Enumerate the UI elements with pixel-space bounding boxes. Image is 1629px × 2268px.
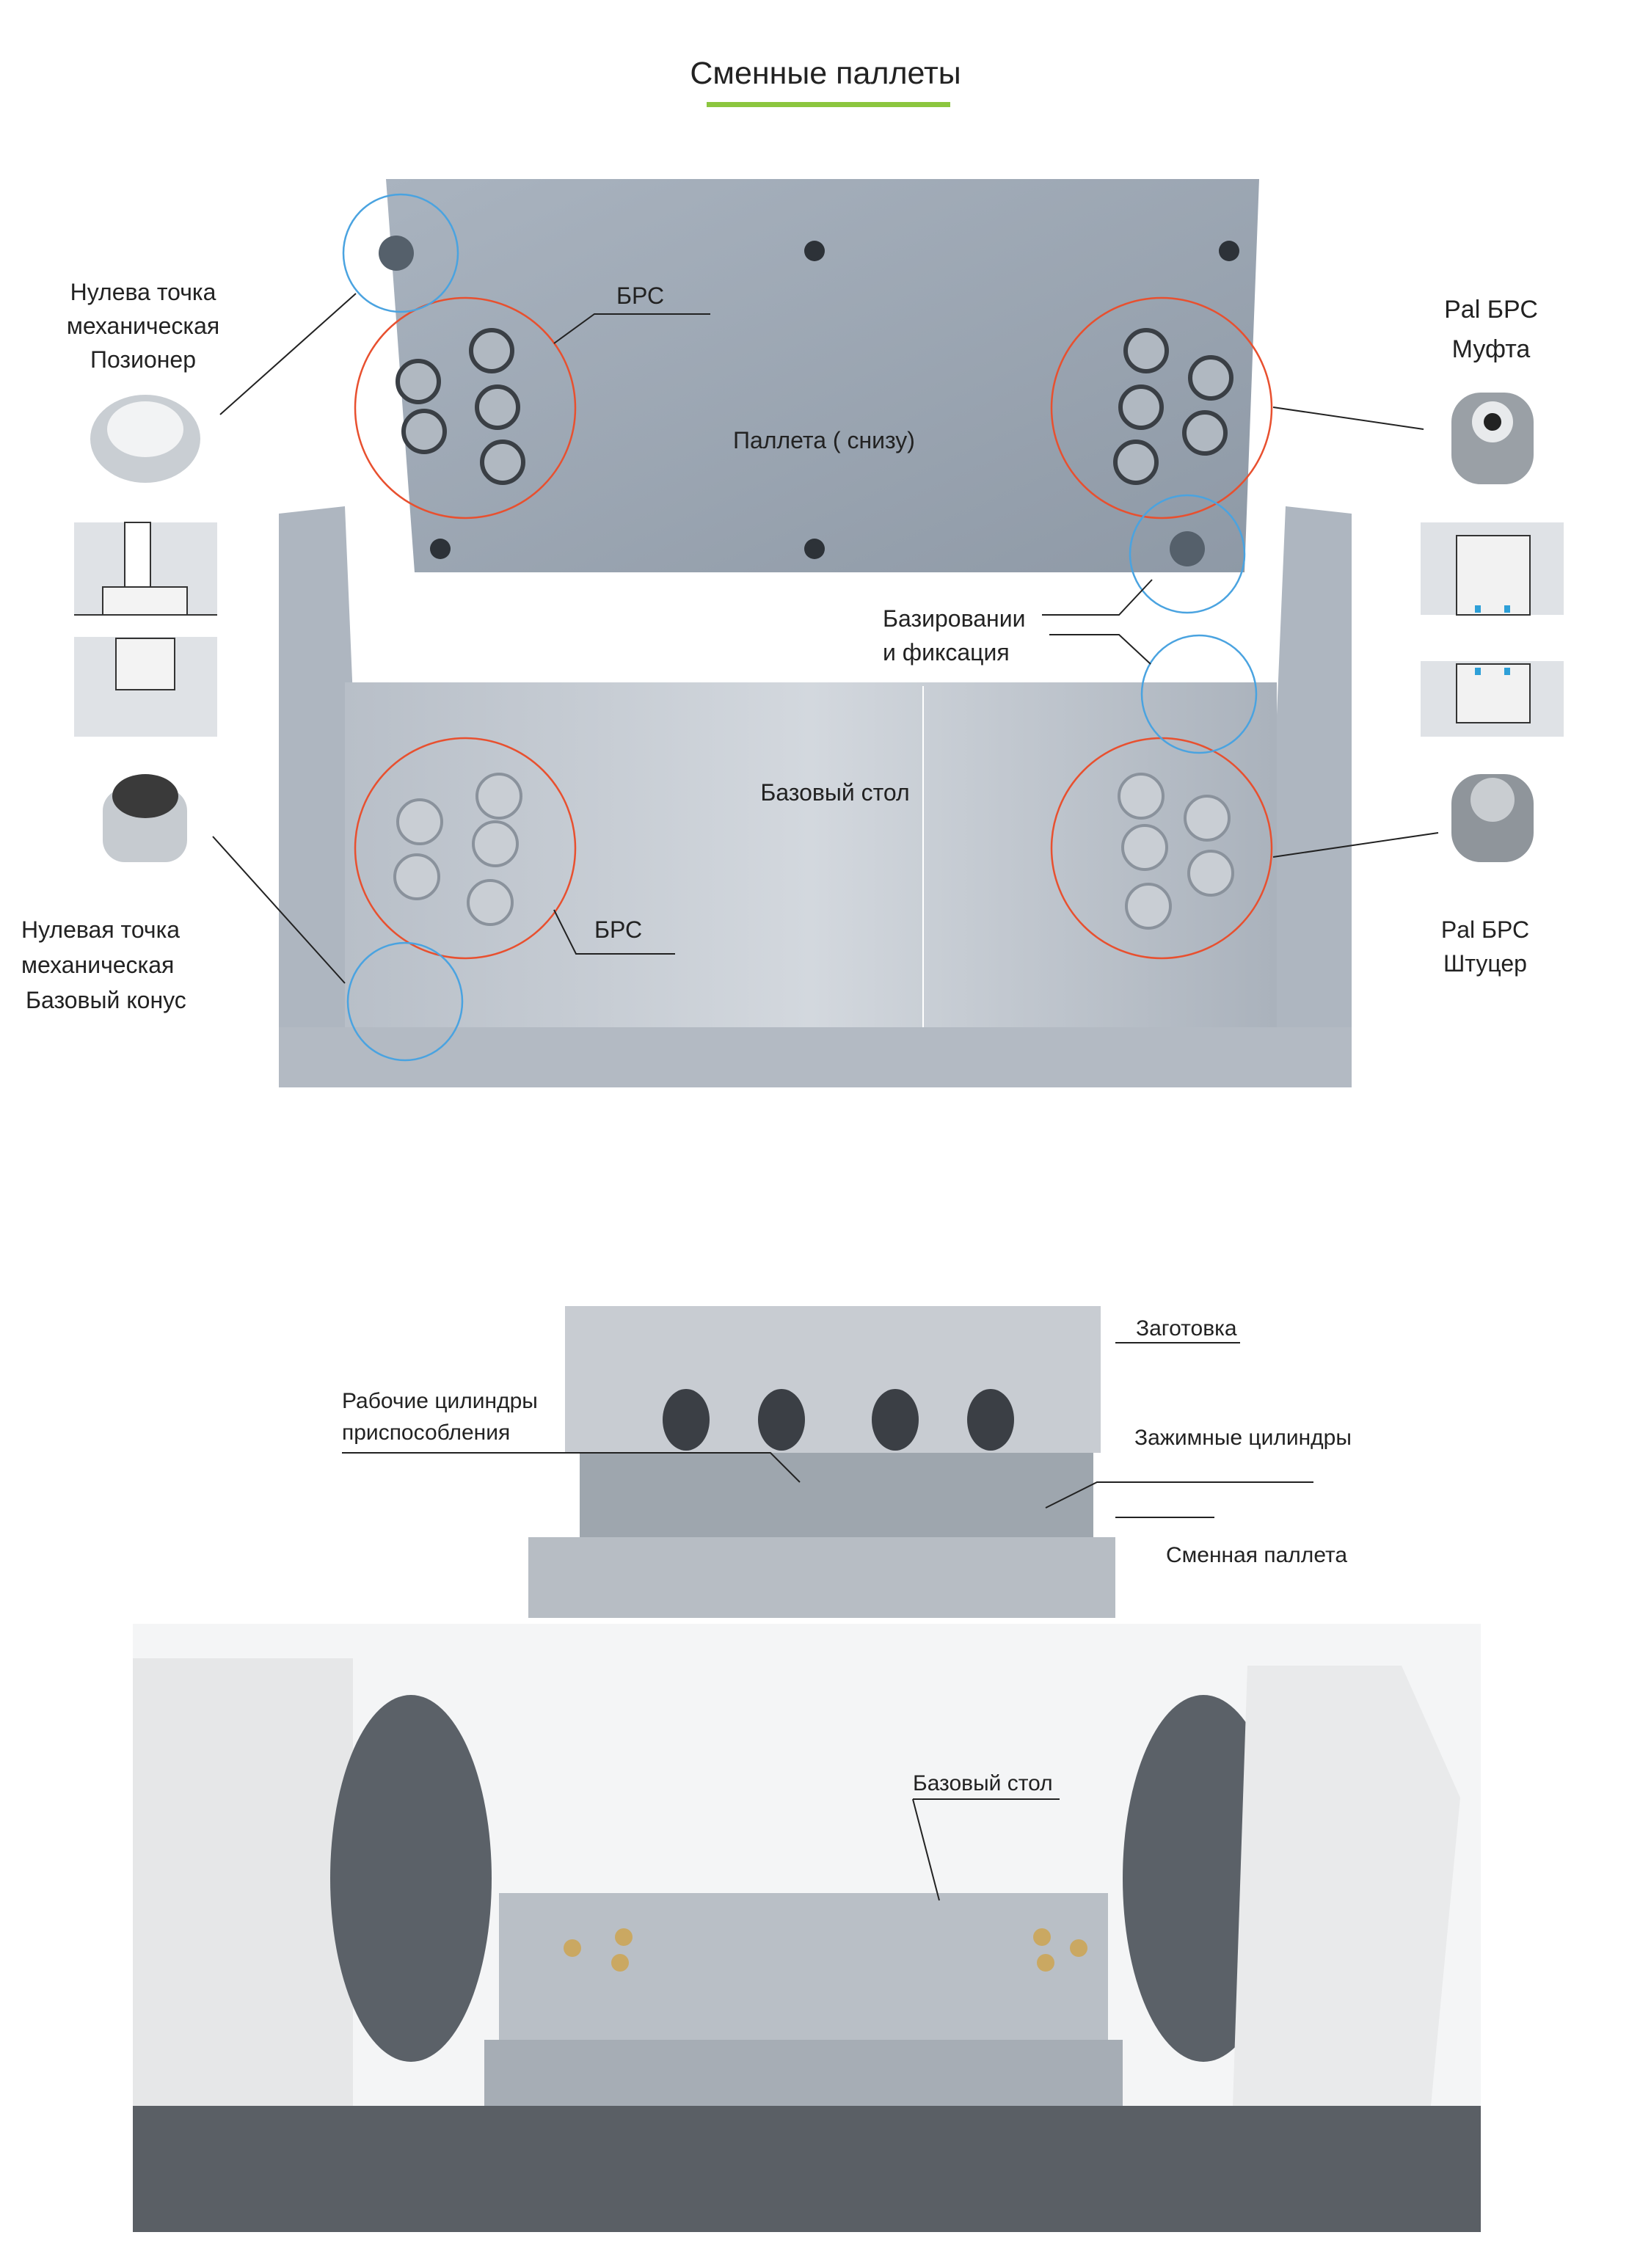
machine-base-table-photo: [133, 1624, 1481, 2232]
zero-point-cone-image: [103, 774, 187, 862]
label-line: Рабочие цилиндры: [342, 1389, 538, 1413]
label-line: Pal БРС: [1440, 916, 1530, 943]
workpiece-on-pallet-photo: [528, 1306, 1115, 1618]
label-line: Нулевая точка: [21, 916, 181, 943]
workpiece-label: Заготовка: [1136, 1316, 1237, 1341]
base-table-label: Базовый стол: [760, 779, 910, 806]
label-line: приспособления: [342, 1421, 511, 1445]
title-underline: [707, 102, 950, 107]
pal-brs-coupling-image: [1451, 393, 1534, 484]
zero-point-section-diagram: [74, 522, 217, 737]
label-line: Базовый конус: [26, 987, 186, 1013]
machine-base-table-label: Базовый стол: [913, 1771, 1053, 1795]
label-line: механическая: [66, 313, 220, 339]
label-line: Pal БРС: [1444, 296, 1538, 324]
zero-point-cone-label: Нулевая точка механическая Базовый конус: [21, 912, 186, 1018]
zero-point-positioner-image: [90, 395, 200, 483]
clamp-cylinders-label: Зажимные цилиндры: [1134, 1426, 1352, 1450]
pal-brs-nipple-label: Pal БРС Штуцер: [1441, 913, 1529, 980]
label-line: механическая: [21, 952, 175, 978]
pal-brs-section-diagram: [1421, 522, 1564, 737]
label-line: Нулева точка: [70, 279, 216, 305]
brs-top-label: БРС: [616, 282, 665, 309]
pal-brs-nipple-image: [1451, 774, 1534, 862]
label-line: Позионер: [90, 346, 197, 373]
base-table-photo: [279, 506, 1352, 1087]
pallet-underside-photo: [379, 179, 1259, 572]
brs-bottom-label: БРС: [594, 916, 643, 943]
label-line: Штуцер: [1443, 950, 1527, 977]
pallet-underside-label: Паллета ( снизу): [733, 427, 915, 453]
exchange-pallet-label: Сменная паллета: [1166, 1543, 1348, 1567]
highlight-brs-pallet-left: [354, 296, 577, 519]
fixture-cylinders-label: Рабочие цилиндры приспособления: [342, 1385, 538, 1448]
page-title: Сменные паллеты: [690, 56, 961, 91]
label-line: и фиксация: [883, 639, 1010, 666]
pal-brs-coupling-label: Pal БРС Муфта: [1444, 290, 1538, 369]
label-line: Базировании: [883, 605, 1026, 632]
zero-point-positioner-label: Нулева точка механическая Позионер: [67, 275, 219, 376]
label-line: Муфта: [1451, 335, 1531, 363]
positioning-label: Базировании и фиксация: [883, 602, 1025, 669]
highlight-brs-pallet-right: [1050, 296, 1273, 519]
highlight-brs-table-left: [354, 737, 577, 960]
